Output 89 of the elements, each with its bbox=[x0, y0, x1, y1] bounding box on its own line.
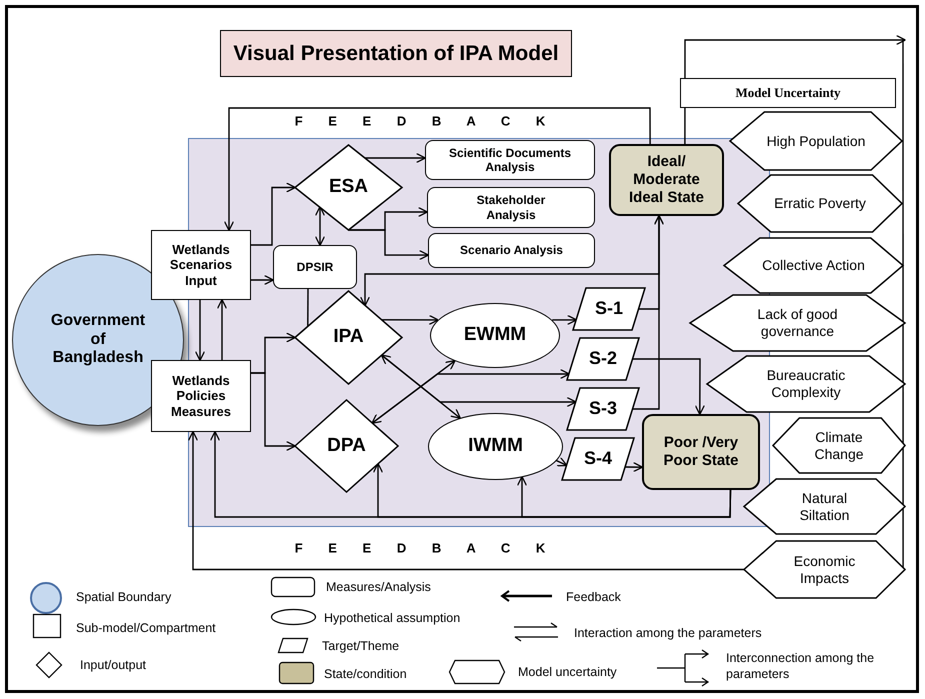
arrow bbox=[372, 368, 570, 424]
legend-label: Model uncertainty bbox=[518, 664, 617, 680]
node-label: DPA bbox=[327, 434, 366, 458]
node-label: High Population bbox=[766, 132, 866, 150]
compartment-box bbox=[151, 360, 251, 432]
uncertainty-hexagon bbox=[744, 479, 905, 534]
node-label: IWMM bbox=[468, 435, 523, 458]
node-label: S-3 bbox=[588, 398, 617, 420]
arrow bbox=[552, 314, 578, 326]
analysis-box bbox=[425, 140, 595, 180]
target-parallelogram bbox=[567, 388, 639, 430]
state-box bbox=[642, 414, 760, 490]
node-label: Scientific Documents Analysis bbox=[448, 146, 572, 174]
arrow bbox=[365, 152, 426, 164]
arrow bbox=[194, 300, 206, 362]
legend-label: Hypothetical assumption bbox=[324, 610, 460, 626]
arrow bbox=[380, 354, 461, 419]
compartment-box bbox=[151, 230, 251, 300]
node-label: Scenario Analysis bbox=[460, 243, 563, 258]
legend-label: Target/Theme bbox=[322, 638, 400, 654]
node-label: IPA bbox=[333, 326, 364, 349]
node-label: Stakeholder Analysis bbox=[476, 193, 546, 222]
legend-label: State/condition bbox=[324, 666, 407, 682]
node-label: Government of Bangladesh bbox=[50, 312, 146, 368]
analysis-box bbox=[428, 233, 595, 268]
arrow bbox=[554, 456, 568, 466]
arrow bbox=[371, 360, 456, 424]
node-label: S-4 bbox=[584, 448, 612, 470]
input-output-diamond bbox=[295, 400, 398, 492]
uncertainty-hexagon bbox=[724, 238, 903, 293]
legend-label: Interconnection among the parameters bbox=[726, 650, 876, 682]
arrow bbox=[224, 107, 651, 232]
node-label: Lack of good governance bbox=[756, 306, 839, 340]
arrow bbox=[348, 229, 430, 260]
connector-line bbox=[902, 40, 904, 570]
arrow bbox=[381, 354, 577, 408]
uncertainty-hexagon bbox=[744, 541, 905, 598]
input-output-diamond bbox=[295, 145, 402, 230]
target-parallelogram bbox=[567, 338, 639, 380]
arrow bbox=[382, 314, 439, 326]
node-label: S-1 bbox=[594, 298, 623, 320]
edge-label: F E E D B A C K bbox=[294, 540, 546, 556]
arrow bbox=[625, 462, 644, 472]
arrow bbox=[372, 462, 732, 518]
node-label: DPSIR bbox=[296, 260, 334, 274]
arrow bbox=[251, 182, 296, 246]
node-label: Economic Impacts bbox=[792, 552, 856, 586]
legend-label: Input/output bbox=[80, 657, 146, 674]
node-label: EWMM bbox=[464, 324, 526, 347]
heading-box bbox=[680, 78, 896, 108]
uncertainty-hexagon bbox=[707, 356, 905, 412]
edge-label: F E E D B A C K bbox=[294, 114, 546, 128]
node-label: Collective Action bbox=[762, 257, 865, 274]
arrow bbox=[632, 214, 664, 410]
arrow bbox=[216, 298, 228, 360]
node-label: Bureaucratic Complexity bbox=[766, 367, 846, 401]
node-label: Poor /Very Poor State bbox=[662, 434, 740, 470]
node-label: ESA bbox=[328, 176, 368, 199]
legend-label: Spatial Boundary bbox=[76, 589, 172, 606]
legend-label: Feedback bbox=[566, 589, 621, 606]
input-output-diamond bbox=[295, 291, 402, 384]
arrow bbox=[251, 274, 274, 286]
title-banner: Visual Presentation of IPA Model bbox=[220, 30, 572, 77]
target-parallelogram bbox=[562, 438, 634, 480]
uncertainty-hexagon bbox=[738, 175, 902, 232]
arrow bbox=[314, 206, 326, 246]
state-box bbox=[609, 144, 724, 216]
node-label: Erratic Poverty bbox=[774, 195, 866, 212]
connector-line bbox=[307, 289, 309, 326]
node-label: S-2 bbox=[588, 348, 617, 370]
node-label: Natural Siltation bbox=[798, 490, 850, 524]
uncertainty-hexagon bbox=[730, 112, 902, 170]
arrow bbox=[684, 34, 906, 144]
legend-label: Sub-model/Compartment bbox=[76, 620, 216, 636]
arrow bbox=[251, 372, 296, 452]
arrow bbox=[632, 358, 705, 416]
legend-label: Measures/Analysis bbox=[326, 579, 431, 596]
arrow bbox=[188, 430, 744, 570]
analysis-box bbox=[427, 187, 595, 228]
node-label: Wetlands Scenarios Input bbox=[168, 242, 234, 288]
legend-label: Interaction among the parameters bbox=[574, 625, 762, 642]
node-label: Ideal/ Moderate Ideal State bbox=[628, 153, 706, 207]
target-parallelogram bbox=[573, 288, 645, 330]
uncertainty-hexagon bbox=[773, 418, 905, 473]
node-label: Climate Change bbox=[813, 428, 865, 462]
node-label: Wetlands Policies Measures bbox=[170, 373, 232, 419]
node-label: Model Uncertainty bbox=[735, 85, 841, 101]
uncertainty-hexagon bbox=[690, 295, 905, 351]
analysis-box bbox=[273, 245, 357, 289]
